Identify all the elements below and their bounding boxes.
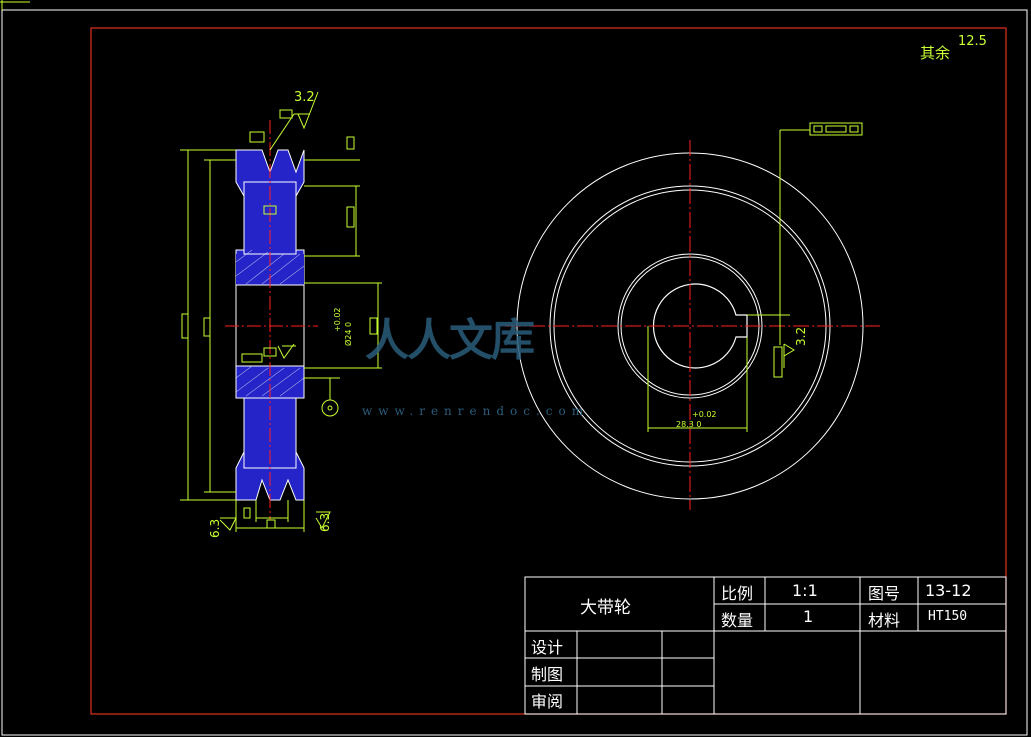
roughness-bottom-right: 6.3 bbox=[318, 512, 332, 532]
watermark-logo-text: 人人文库 bbox=[365, 315, 535, 366]
bore-with-keyway bbox=[652, 283, 748, 369]
front-view[interactable] bbox=[505, 122, 880, 510]
key-dim: 28.3 0 bbox=[676, 420, 702, 429]
design-label: 设计 bbox=[531, 638, 564, 657]
drawing-title: 大带轮 bbox=[580, 598, 631, 618]
roughness-top: 3.2 bbox=[294, 90, 315, 105]
quantity-value: 1 bbox=[803, 607, 814, 626]
rest-roughness-label: 其余 bbox=[920, 44, 951, 62]
dimension-lines bbox=[180, 91, 382, 532]
bore-dim-tol: +0.02 bbox=[333, 307, 342, 332]
key-dim-tol: +0.02 bbox=[692, 410, 717, 419]
front-dimensions bbox=[647, 122, 863, 432]
section-view[interactable] bbox=[180, 91, 382, 532]
roughness-bottom-left: 6.3 bbox=[208, 518, 222, 538]
outer-border bbox=[1, 9, 1028, 736]
watermark-url: www.renrendoc.com bbox=[362, 404, 590, 418]
scale-label: 比例 bbox=[721, 584, 754, 603]
rest-roughness-value: 12.5 bbox=[958, 34, 987, 49]
drawing-no-label: 图号 bbox=[868, 584, 901, 603]
review-label: 审阅 bbox=[531, 692, 564, 711]
scale-value: 1:1 bbox=[792, 581, 818, 600]
bore-dim: Ø24 0 bbox=[344, 321, 353, 346]
draw-label: 制图 bbox=[531, 665, 564, 684]
drawing-no-value: 13-12 bbox=[925, 581, 972, 600]
roughness-keyway: 3.2 bbox=[794, 326, 808, 346]
hatch-lines bbox=[235, 249, 305, 397]
quantity-label: 数量 bbox=[721, 611, 754, 630]
material-value: HT150 bbox=[928, 609, 968, 624]
material-label: 材料 bbox=[868, 611, 901, 630]
title-block[interactable] bbox=[524, 576, 1007, 715]
